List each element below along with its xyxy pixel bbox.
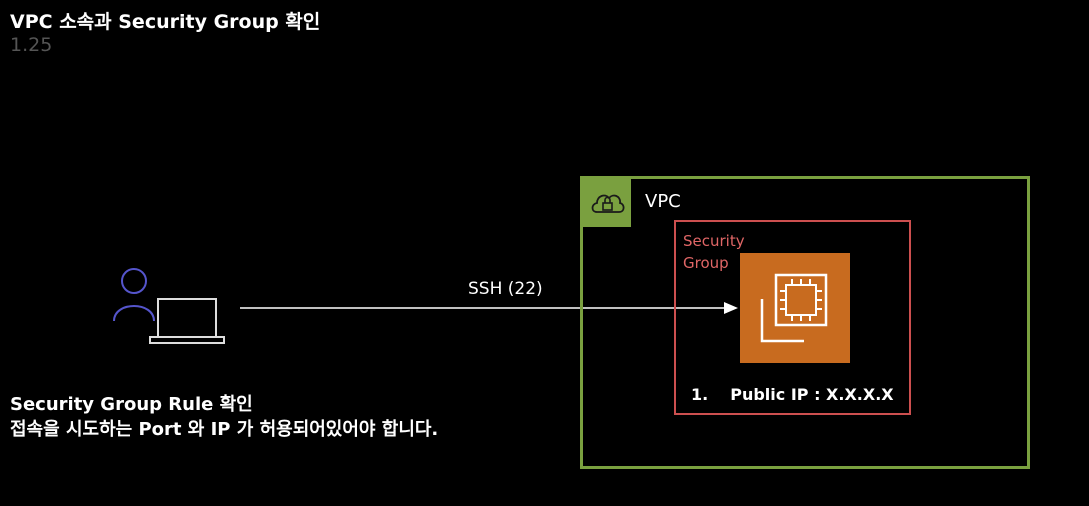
public-ip-text: Public IP : X.X.X.X: [730, 385, 894, 404]
laptop-icon: [149, 298, 225, 344]
security-group-box: Security Group: [674, 220, 911, 415]
slide-title: VPC 소속과 Security Group 확인: [10, 11, 321, 33]
user-icon: [113, 268, 225, 344]
arrow-icon: [240, 302, 738, 314]
caption-description: 접속을 시도하는 Port 와 IP 가 허용되어있어야 합니다.: [10, 419, 439, 440]
caption-heading: Security Group Rule 확인: [10, 394, 253, 415]
vpc-cloud-lock-icon: [583, 179, 631, 227]
vpc-label: VPC: [645, 191, 681, 212]
slide-number: 1.25: [10, 34, 53, 56]
public-ip-number: 1.: [691, 385, 709, 404]
vpc-box: VPC: [580, 176, 1030, 469]
connection-label: SSH (22): [468, 279, 543, 299]
public-ip-label: 1. Public IP : X.X.X.X: [691, 385, 894, 404]
security-group-label: Security Group: [683, 232, 745, 272]
ec2-instance-icon: [740, 253, 850, 363]
caption: Security Group Rule 확인 접속을 시도하는 Port 와 I…: [10, 392, 438, 442]
